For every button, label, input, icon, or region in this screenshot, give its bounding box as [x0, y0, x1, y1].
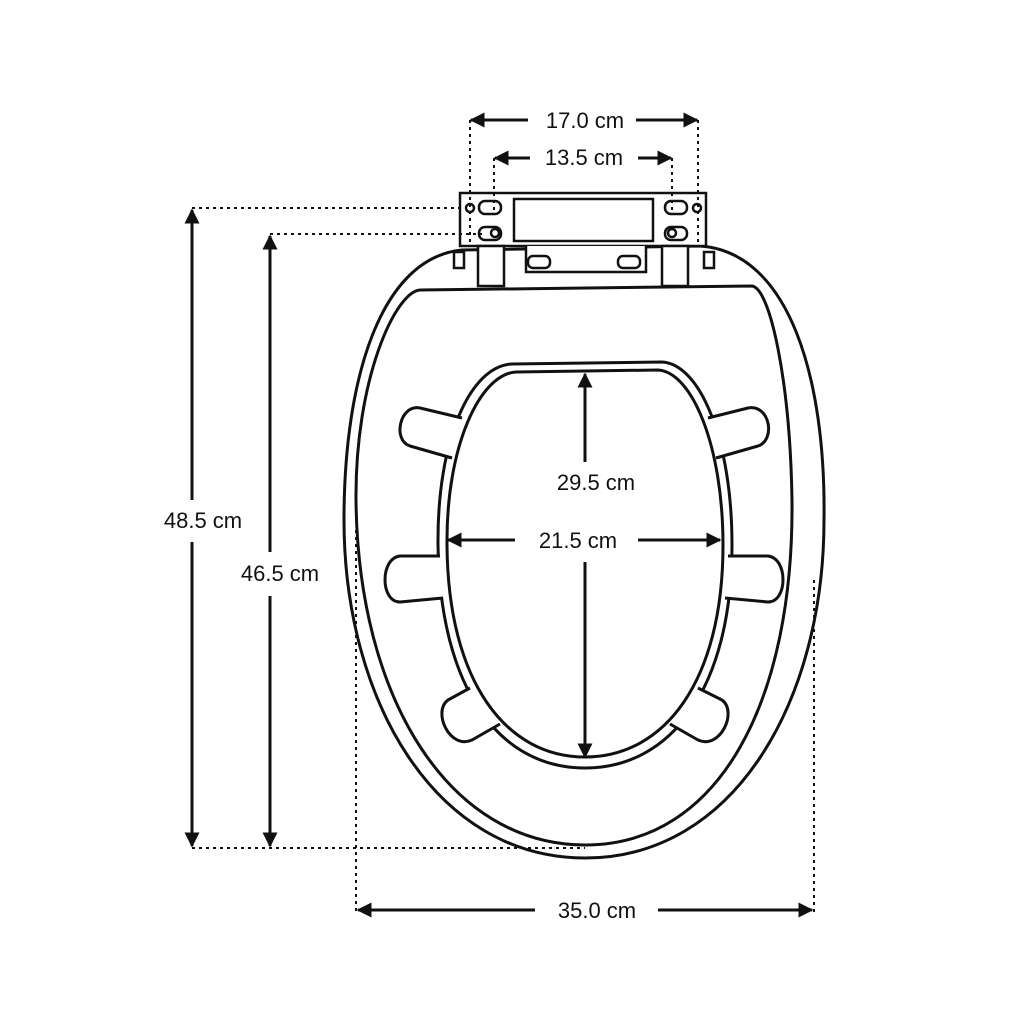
dimension-arrows	[184, 112, 814, 918]
hinge-left-slot-top	[477, 199, 503, 216]
bumper-left-bottom	[440, 686, 501, 744]
hinge-right-bracket	[660, 244, 690, 288]
extension-lines	[192, 120, 815, 912]
label-seat-length: 46.5 cm	[241, 561, 319, 586]
hinge-left-knob	[452, 250, 466, 270]
bumper-left-middle	[383, 554, 444, 604]
dimension-labels: 17.0 cm 13.5 cm 48.5 cm 46.5 cm 29.5 cm …	[164, 108, 636, 923]
hinge-right-knob	[702, 250, 716, 270]
label-total-length: 48.5 cm	[164, 508, 242, 533]
label-seat-width: 35.0 cm	[558, 898, 636, 923]
hinge-label-plate	[512, 197, 655, 243]
bumper-right-bottom	[669, 686, 730, 744]
hinge-right-screw-bottom	[666, 227, 678, 239]
hinge-left-screw-bottom	[489, 227, 501, 239]
hinge-left-bracket	[476, 244, 506, 288]
hinge-right-slot-top	[663, 199, 689, 216]
bumper-right-middle	[724, 554, 785, 604]
label-opening-width: 21.5 cm	[539, 528, 617, 553]
hinge-center-peg-right	[616, 254, 642, 270]
label-opening-length: 29.5 cm	[557, 470, 635, 495]
bumper-left-top	[398, 406, 463, 460]
hinge-center-block	[524, 246, 648, 274]
hinge-assembly	[452, 191, 716, 288]
hinge-center-peg-left	[526, 254, 552, 270]
label-hinge-outer-width: 17.0 cm	[546, 108, 624, 133]
label-hinge-inner-width: 13.5 cm	[545, 145, 623, 170]
bumper-right-top	[707, 406, 770, 460]
